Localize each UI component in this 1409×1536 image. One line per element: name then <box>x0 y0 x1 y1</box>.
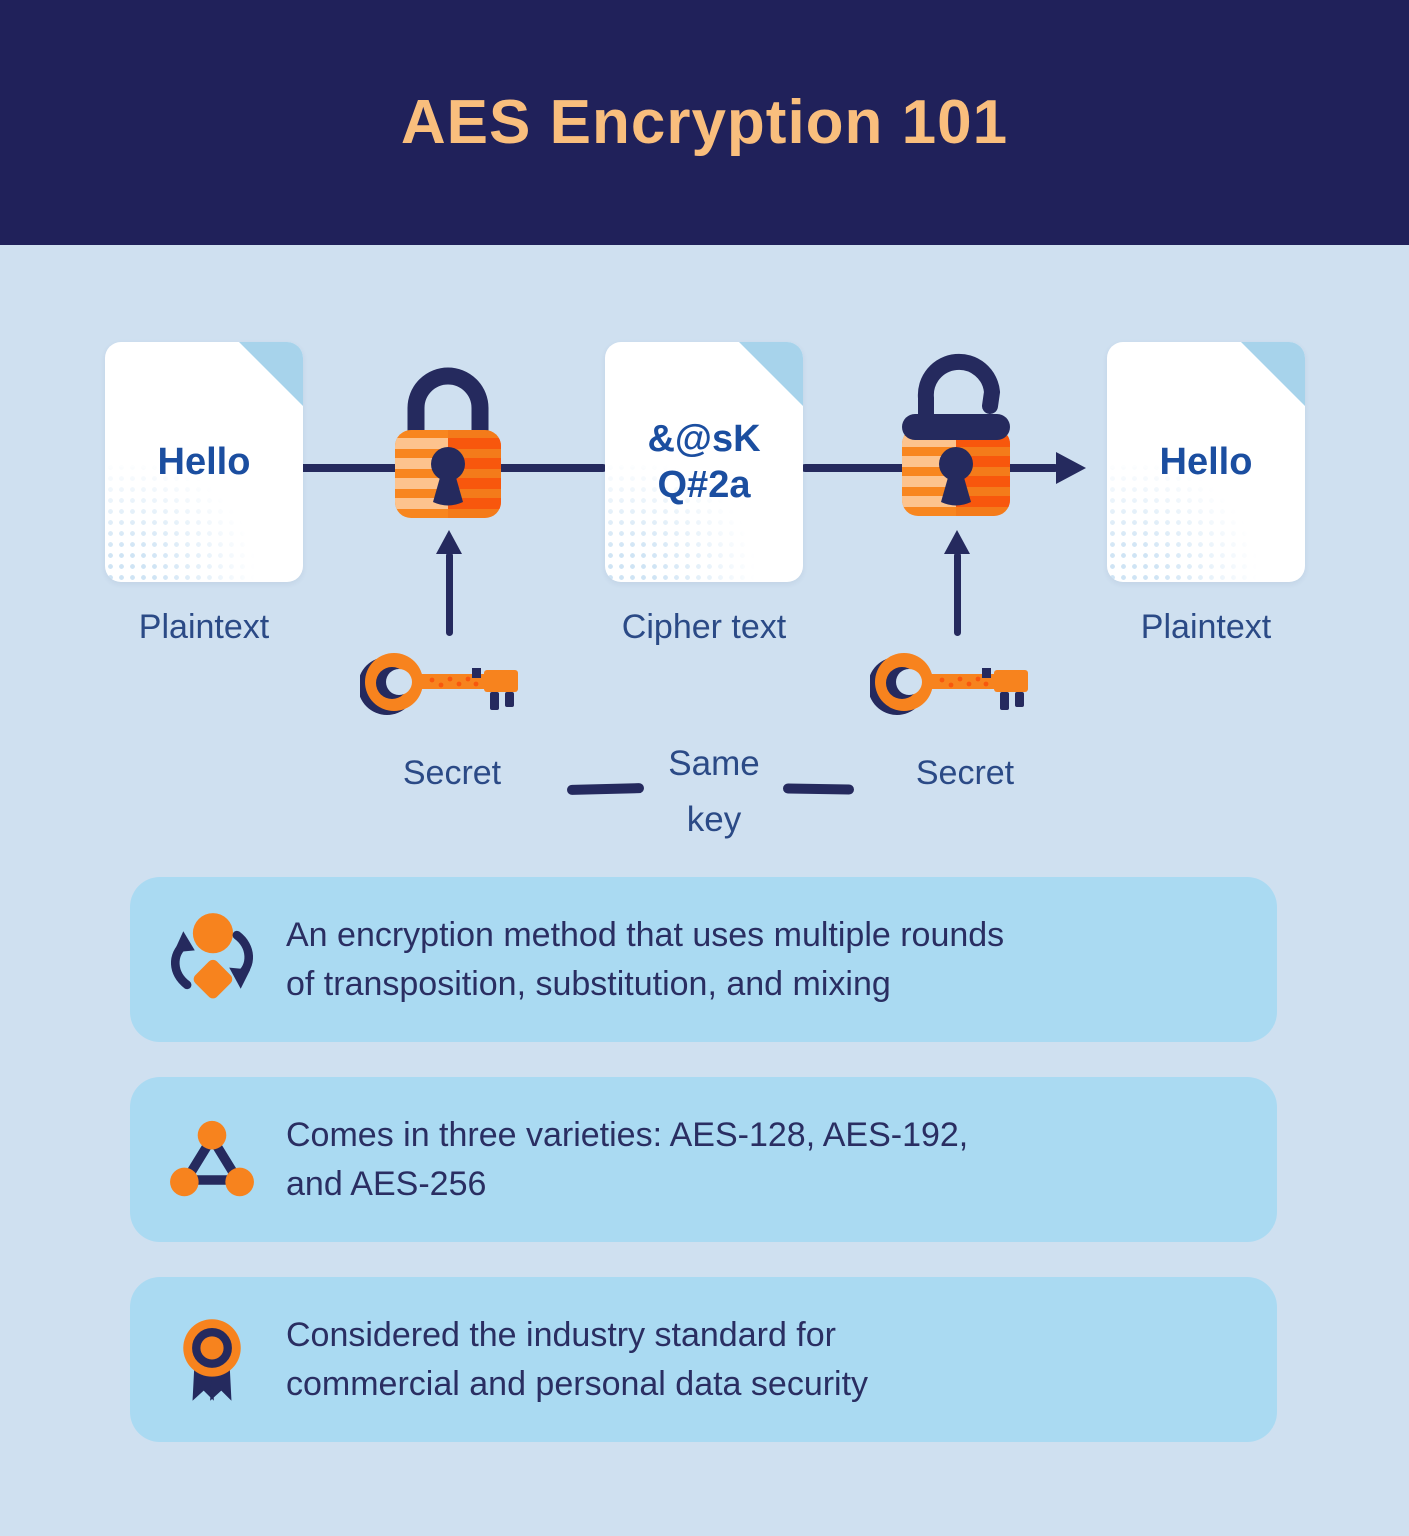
fact-text-varieties: Comes in three varieties: AES-128, AES-1… <box>286 1111 968 1209</box>
open-padlock-icon <box>902 353 1010 516</box>
plaintext-content-left: Hello <box>157 441 251 483</box>
secret-key-right-icon <box>870 653 1028 715</box>
flow-arrowhead-icon <box>1056 452 1086 484</box>
fact-card-rounds: An encryption method that uses multiple … <box>130 877 1277 1042</box>
fact-varieties-line-1: Comes in three varieties: AES-128, AES-1… <box>286 1115 969 1154</box>
secret-key-right-label: Secret <box>915 754 1015 792</box>
same-key-label: Same key <box>634 736 794 848</box>
fact-standard-line-2: commercial and personal data security <box>286 1364 869 1403</box>
fact-standard-line-1: Considered the industry standard for <box>286 1315 836 1354</box>
three-varieties-network-icon <box>166 1119 258 1201</box>
fact-varieties-line-2: and AES-256 <box>286 1164 487 1203</box>
same-key-dash-left <box>566 782 645 796</box>
cipher-line-1: &@sK <box>647 418 761 460</box>
key-arrow-right-shaft <box>954 552 961 636</box>
same-key-dash-right <box>782 783 855 795</box>
fact-rounds-line-1: An encryption method that uses multiple … <box>286 915 1005 954</box>
plaintext-label-right: Plaintext <box>1140 608 1272 646</box>
fact-card-standard: Considered the industry standard for com… <box>130 1277 1277 1442</box>
plaintext-document-right: Hello <box>1107 342 1305 582</box>
fact-text-rounds: An encryption method that uses multiple … <box>286 911 1004 1009</box>
header: AES Encryption 101 <box>0 0 1409 245</box>
secret-key-left-icon <box>360 653 518 715</box>
fact-text-standard: Considered the industry standard for com… <box>286 1311 868 1409</box>
fact-rounds-line-2: of transposition, substitution, and mixi… <box>286 964 891 1003</box>
rounds-cycle-icon <box>166 910 258 1010</box>
same-key-line-1: Same <box>668 744 760 783</box>
key-arrow-right-head-icon <box>944 530 970 554</box>
plaintext-content-right: Hello <box>1159 441 1253 483</box>
cipher-text-label: Cipher text <box>621 608 787 646</box>
key-arrow-left-shaft <box>446 552 453 636</box>
same-key-line-2: key <box>686 800 742 839</box>
secret-key-left-label: Secret <box>402 754 502 792</box>
closed-padlock-icon <box>395 367 501 518</box>
industry-standard-award-icon <box>166 1310 258 1410</box>
cipher-content: &@sK Q#2a <box>647 416 760 508</box>
key-arrow-left-head-icon <box>436 530 462 554</box>
cipher-line-2: Q#2a <box>657 464 751 506</box>
plaintext-document-left: Hello <box>105 342 303 582</box>
page-title: AES Encryption 101 <box>400 88 1009 157</box>
plaintext-label-left: Plaintext <box>138 608 270 646</box>
cipher-document: &@sK Q#2a <box>605 342 803 582</box>
fact-card-varieties: Comes in three varieties: AES-128, AES-1… <box>130 1077 1277 1242</box>
